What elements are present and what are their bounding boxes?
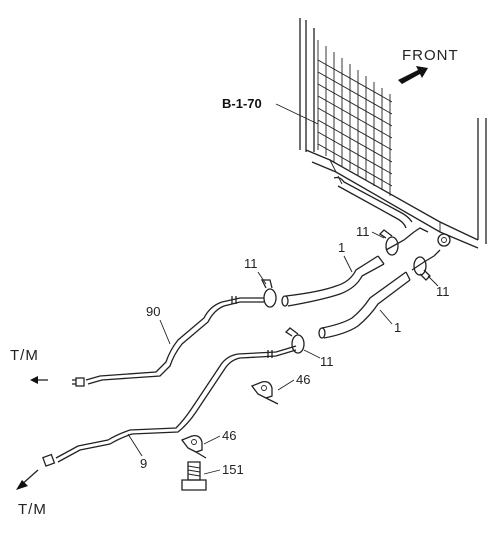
part-90-label: 90 xyxy=(146,304,160,319)
part-11-right-label: 11 xyxy=(436,284,450,299)
front-arrow-icon xyxy=(398,66,428,84)
clamp-upper-right xyxy=(378,229,399,256)
bracket-lower xyxy=(180,434,207,459)
reference-label: B-1-70 xyxy=(222,96,262,111)
clamp-upper-left xyxy=(260,279,277,308)
transmission-label-upper: T/M xyxy=(10,347,39,364)
radiator xyxy=(299,18,487,249)
part-46-lower-label: 46 xyxy=(222,428,236,443)
part-11-upper-right-label: 11 xyxy=(356,224,370,239)
part-11-lower-label: 11 xyxy=(320,354,334,369)
part-151-label: 151 xyxy=(222,462,244,477)
part-46-upper-label: 46 xyxy=(296,372,310,387)
clamp-right xyxy=(413,256,431,281)
transmission-label-lower: T/M xyxy=(18,501,47,518)
pipe-9 xyxy=(42,345,297,467)
part-9-label: 9 xyxy=(140,456,147,471)
part-1-lower-label: 1 xyxy=(394,320,401,335)
pipe-90 xyxy=(72,296,264,387)
radiator-core xyxy=(317,40,393,196)
arrow-down-left-head-icon xyxy=(16,480,28,490)
part-11-upper-left-label: 11 xyxy=(244,256,258,271)
front-label: FRONT xyxy=(402,47,459,64)
hose-upper xyxy=(281,255,385,307)
part-1-upper-label: 1 xyxy=(338,240,345,255)
bracket-upper xyxy=(250,380,279,405)
bolt xyxy=(181,461,207,491)
clamp-lower xyxy=(284,327,305,354)
arrow-left-head-icon xyxy=(30,376,38,384)
hose-lower xyxy=(318,271,411,339)
